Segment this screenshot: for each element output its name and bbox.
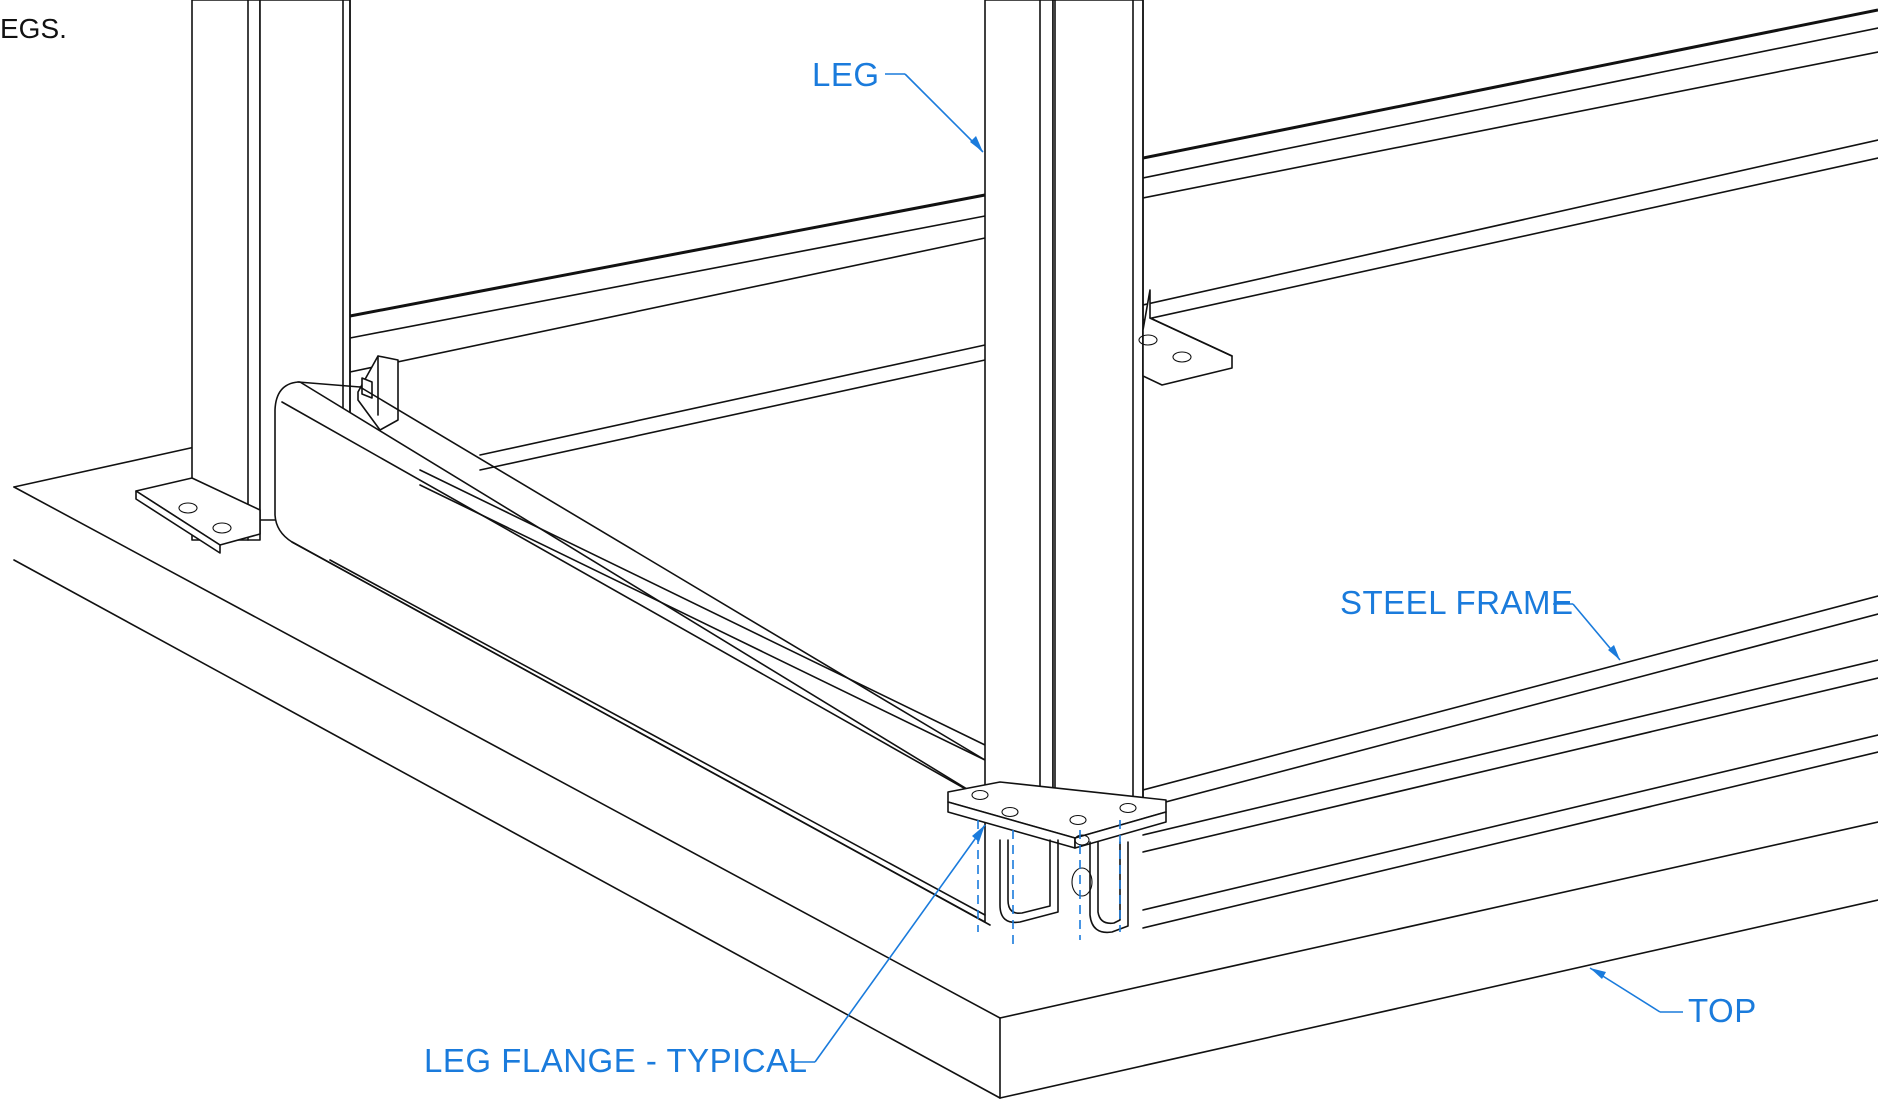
leg-flange-arrowhead [972, 825, 985, 842]
front-bumper [274, 381, 991, 926]
steel-frame-label: STEEL FRAME [1340, 584, 1574, 621]
leg-callout: LEG [812, 56, 984, 153]
leg-label: LEG [812, 56, 880, 93]
left-bracket [357, 355, 399, 431]
leg-flange-label: LEG FLANGE - TYPICAL [424, 1042, 808, 1079]
top-label: TOP [1688, 992, 1757, 1029]
rear-flange [1138, 289, 1233, 386]
top-callout: TOP [1589, 967, 1757, 1029]
leg-flange-callout: LEG FLANGE - TYPICAL [424, 820, 1121, 1079]
steel-frame-right [1142, 659, 1878, 929]
steel-frame-arrowhead [1608, 645, 1620, 660]
caption-fragment: EGS. [0, 13, 67, 44]
steel-frame-callout: STEEL FRAME [1340, 584, 1621, 661]
top-slab [13, 446, 1878, 1103]
far-frame-rails [349, 8, 1878, 809]
top-arrowhead [1590, 968, 1606, 979]
leg-arrowhead [970, 136, 983, 152]
front-leg [984, 0, 1144, 819]
